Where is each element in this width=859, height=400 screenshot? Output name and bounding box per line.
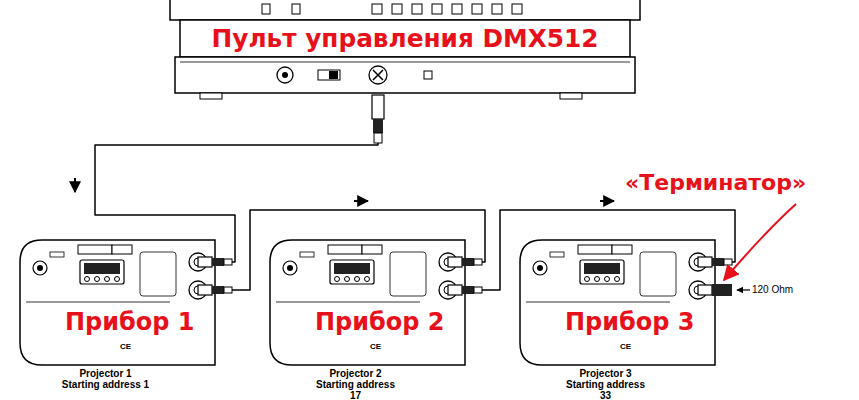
dmx-controller: Пульт управления DMX512 [170, 0, 640, 100]
fixture: Прибор 1Projector 1 Starting address 1 [20, 240, 215, 365]
fixture-caption: Projector 3 Starting address 33 [560, 368, 651, 400]
fixture-caption: Projector 1 Starting address 1 [60, 368, 151, 390]
fixture: Прибор 3Projector 3 Starting address 33 [520, 240, 715, 365]
fixture: Прибор 2Projector 2 Starting address 17 [270, 240, 465, 365]
ce-mark: CE [370, 342, 381, 351]
fixture-caption: Projector 2 Starting address 17 [310, 368, 401, 400]
fixture-name: Прибор 3 [565, 308, 695, 336]
terminator-label: «Терминатор» [625, 170, 806, 196]
ce-mark: CE [620, 342, 631, 351]
dmx-cable [95, 100, 378, 262]
ce-mark: CE [120, 342, 131, 351]
fixture-name: Прибор 1 [65, 308, 195, 336]
resistance-label: 120 Ohm [752, 284, 793, 296]
controller-title: Пульт управления DMX512 [180, 24, 630, 54]
fixture-name: Прибор 2 [315, 308, 445, 336]
